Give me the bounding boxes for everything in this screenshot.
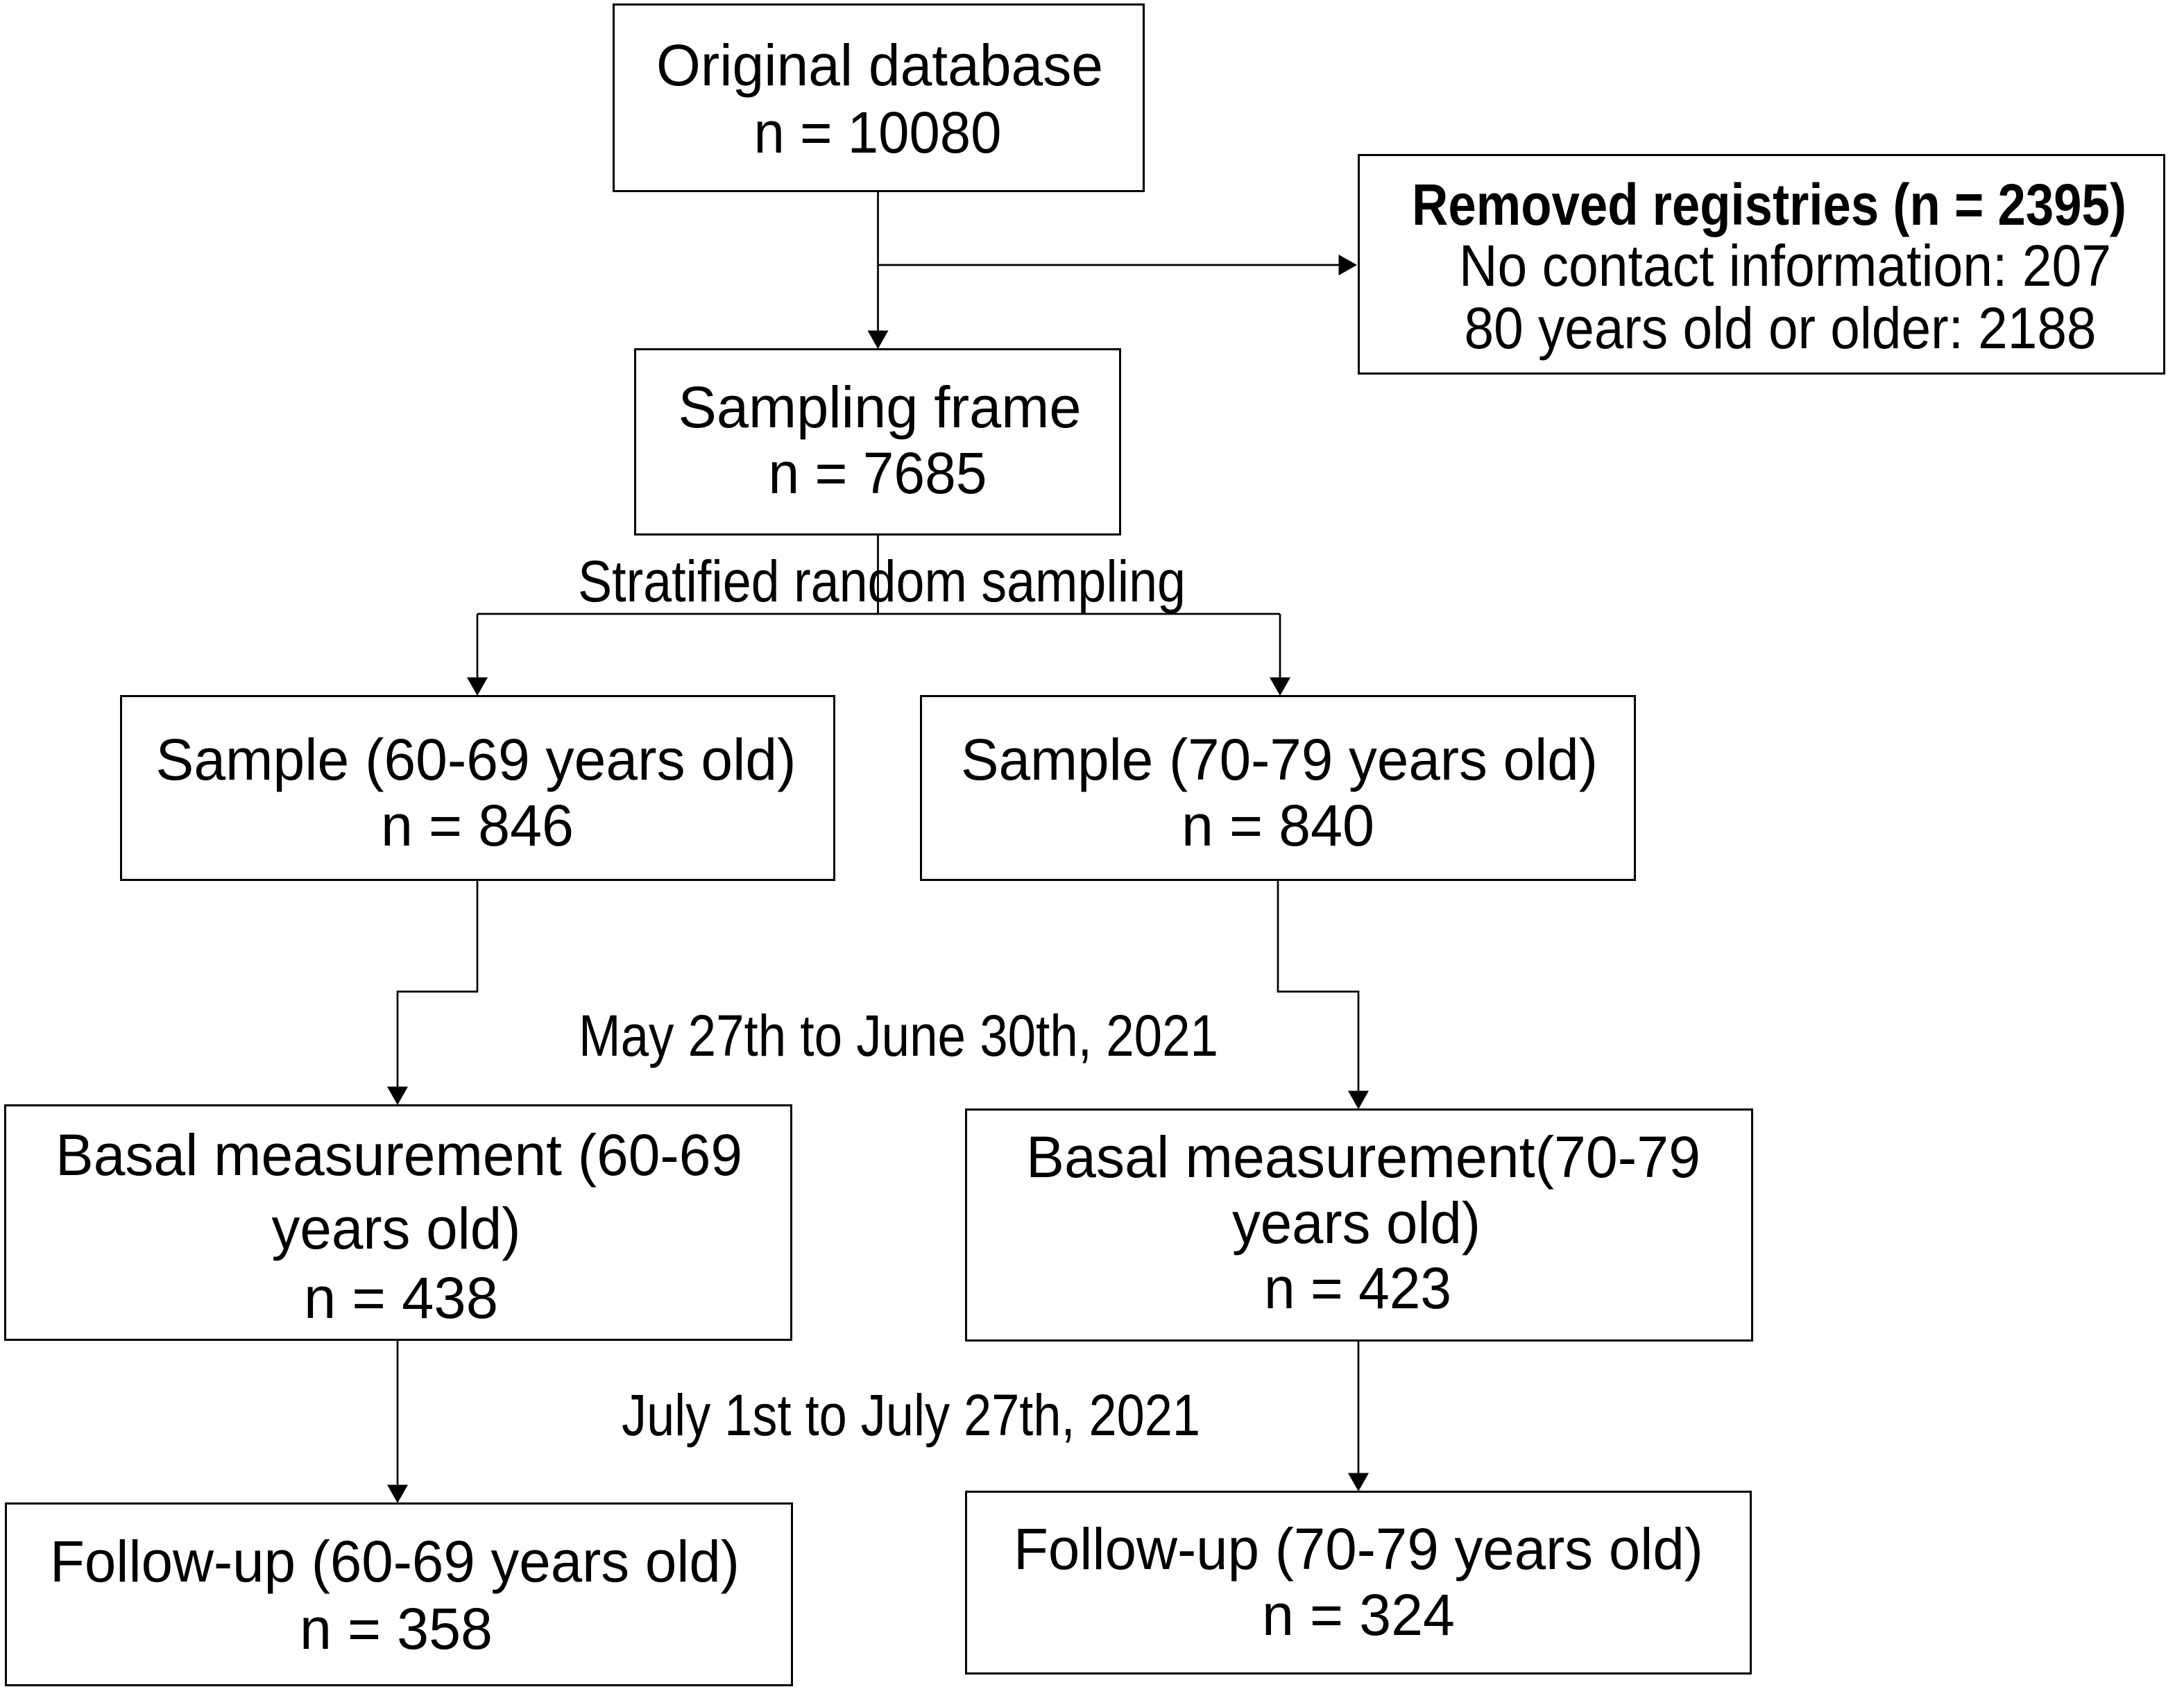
svg-text:Basal measurement(70-79: Basal measurement(70-79: [1026, 1124, 1700, 1190]
svg-text:No contact information: 207: No contact information: 207: [1459, 233, 2111, 298]
svg-text:Stratified random sampling: Stratified random sampling: [578, 549, 1186, 614]
svg-text:Original database: Original database: [656, 33, 1103, 98]
svg-text:July 1st to July 27th, 2021: July 1st to July 27th, 2021: [622, 1382, 1200, 1448]
svg-text:n = 423: n = 423: [1264, 1256, 1451, 1321]
svg-text:May 27th to June 30th, 2021: May 27th to June 30th, 2021: [579, 1003, 1218, 1068]
svg-text:Follow-up (70-79 years old): Follow-up (70-79 years old): [1014, 1516, 1703, 1582]
svg-text:n = 10080: n = 10080: [754, 100, 1002, 165]
svg-text:Follow-up (60-69 years old): Follow-up (60-69 years old): [50, 1529, 740, 1594]
svg-text:n = 358: n = 358: [300, 1596, 493, 1661]
svg-text:Sampling frame: Sampling frame: [679, 375, 1082, 440]
svg-text:Basal measurement (60-69: Basal measurement (60-69: [56, 1122, 742, 1188]
svg-text:80 years old or older: 2188: 80 years old or older: 2188: [1465, 295, 2097, 361]
svg-text:Sample (70-79 years old): Sample (70-79 years old): [961, 727, 1598, 792]
svg-text:n = 840: n = 840: [1181, 793, 1374, 858]
svg-text:years old): years old): [1232, 1190, 1481, 1256]
svg-text:n = 324: n = 324: [1262, 1582, 1455, 1647]
svg-text:years old): years old): [272, 1196, 521, 1261]
svg-text:n = 846: n = 846: [381, 793, 574, 858]
svg-text:n = 7685: n = 7685: [769, 440, 987, 506]
svg-text:n = 438: n = 438: [304, 1265, 498, 1330]
svg-text:Removed registries (n = 2395): Removed registries (n = 2395): [1412, 172, 2126, 237]
svg-text:Sample (60-69 years old): Sample (60-69 years old): [156, 727, 796, 792]
